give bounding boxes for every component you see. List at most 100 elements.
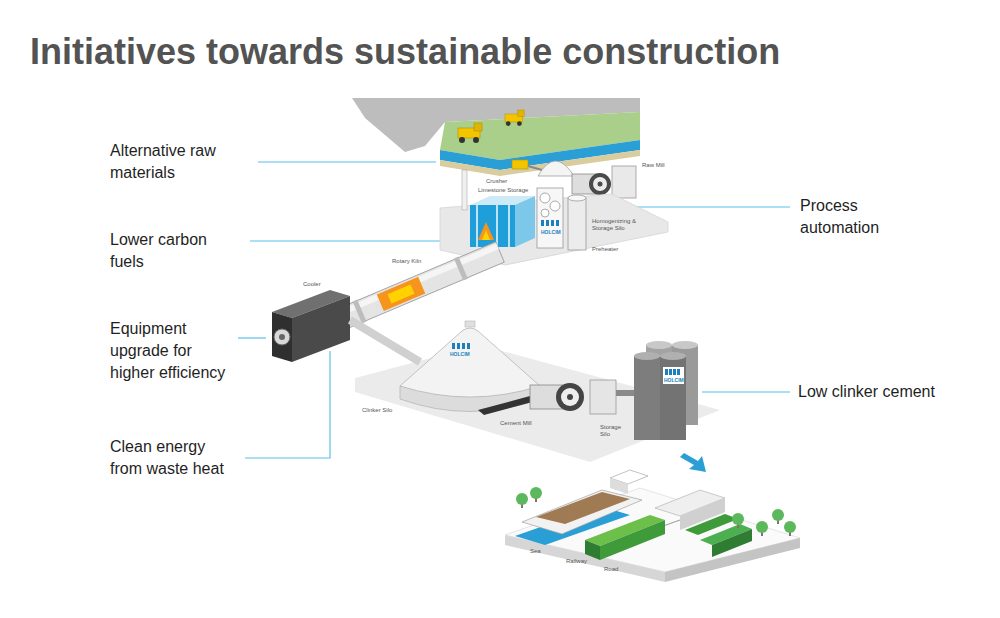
transport-scene	[772, 509, 784, 521]
cement-section	[634, 352, 660, 360]
leader-line	[245, 351, 330, 458]
cement-section	[646, 341, 672, 349]
cement-section	[590, 380, 616, 414]
transport-scene	[732, 513, 744, 525]
cement-section	[452, 343, 455, 349]
rotary-kiln	[388, 284, 415, 303]
raw-material-section	[538, 161, 574, 176]
part-label: Railway	[566, 558, 587, 565]
callout-label: Equipment upgrade for higher efficiency	[110, 318, 238, 384]
part-label: Cement Mill	[500, 420, 532, 427]
rotary-kiln	[326, 244, 499, 322]
part-label: Raw Mill	[642, 162, 665, 169]
dispatch-arrow	[680, 453, 706, 472]
transport-scene	[756, 521, 768, 533]
preheater-section	[462, 170, 467, 210]
preheater-section	[496, 205, 498, 247]
transport-scene	[732, 513, 744, 528]
callout-label: Alternative raw materials	[110, 140, 238, 184]
part-label: Cooler	[303, 281, 321, 288]
transport-scene	[516, 493, 528, 505]
leader-line	[258, 161, 436, 162]
transport-scene	[756, 521, 768, 536]
quarry	[352, 98, 640, 176]
transport-scene	[784, 521, 796, 536]
transport-scene	[784, 521, 796, 533]
transport-scene	[772, 509, 784, 524]
transport-scene	[530, 487, 542, 502]
preheater-section	[541, 220, 544, 226]
cement-section	[355, 345, 720, 462]
callout-label: Lower carbon fuels	[110, 229, 238, 273]
leader-line	[238, 337, 266, 338]
cooler	[279, 334, 285, 340]
part-label: Crusher	[486, 178, 507, 185]
transport-scene	[505, 488, 800, 572]
quarry	[506, 121, 511, 126]
raw-material-section	[589, 173, 611, 195]
preheater-section	[515, 196, 535, 247]
preheater-section	[470, 205, 515, 247]
preheater-section	[537, 188, 563, 248]
quarry	[458, 123, 482, 143]
callout-label: Clean energy from waste heat	[110, 436, 238, 480]
callout-label: Process automation	[800, 195, 900, 239]
preheater-section	[550, 201, 560, 211]
cement-section	[669, 369, 672, 375]
transport-scene	[536, 492, 630, 524]
rotary-kiln	[377, 277, 425, 311]
quarry	[518, 110, 524, 116]
logo-text: HOLCIM	[541, 229, 561, 235]
cement-section	[660, 356, 686, 440]
preheater-section	[482, 230, 490, 240]
cement-section	[400, 328, 540, 397]
logo-text: HOLCIM	[450, 351, 470, 357]
part-label: Road	[604, 566, 618, 573]
transport-scene	[712, 529, 752, 557]
page-title: Initiatives towards sustainable construc…	[30, 30, 780, 73]
cement-section	[462, 343, 465, 349]
leader-line	[618, 206, 790, 207]
callout-label: Low clinker cement	[798, 381, 935, 403]
transport-scene	[530, 487, 542, 499]
raw-material-section	[528, 166, 542, 170]
cement-section	[567, 394, 573, 400]
cement-section	[660, 352, 686, 360]
preheater-section	[478, 222, 494, 240]
preheater-section	[540, 193, 550, 203]
quarry	[517, 121, 522, 126]
preheater-section	[546, 220, 549, 226]
raw-material-section	[612, 166, 636, 198]
quarry	[505, 110, 524, 126]
preheater-section	[541, 209, 549, 217]
raw-material-section	[593, 177, 607, 191]
raw-material-section	[512, 160, 528, 169]
part-label: Sea	[530, 548, 541, 555]
cement-section	[478, 396, 536, 415]
raw-material-section	[598, 182, 603, 187]
preheater-section	[556, 220, 559, 226]
preheater-section	[568, 195, 586, 201]
transport-scene	[516, 493, 528, 508]
cement-section	[556, 383, 584, 411]
cement-section	[350, 320, 720, 462]
cement-section	[677, 369, 680, 375]
cement-section	[561, 388, 579, 406]
part-label: Clinker Silo	[362, 407, 392, 414]
preheater-section	[476, 205, 478, 247]
cement-section	[350, 320, 420, 362]
quarry	[474, 123, 482, 131]
cooler	[272, 312, 292, 362]
cement-section	[634, 356, 660, 440]
part-label: Limestone Storage	[478, 187, 528, 194]
quarry	[440, 150, 640, 176]
cement-section	[457, 343, 460, 349]
leader-line	[250, 240, 468, 241]
part-label: Storage Silo	[600, 424, 626, 438]
cooler	[292, 296, 350, 362]
transport-scene	[505, 470, 800, 582]
cement-section	[673, 369, 676, 375]
rotary-kiln	[454, 257, 468, 281]
cement-section	[616, 390, 634, 396]
